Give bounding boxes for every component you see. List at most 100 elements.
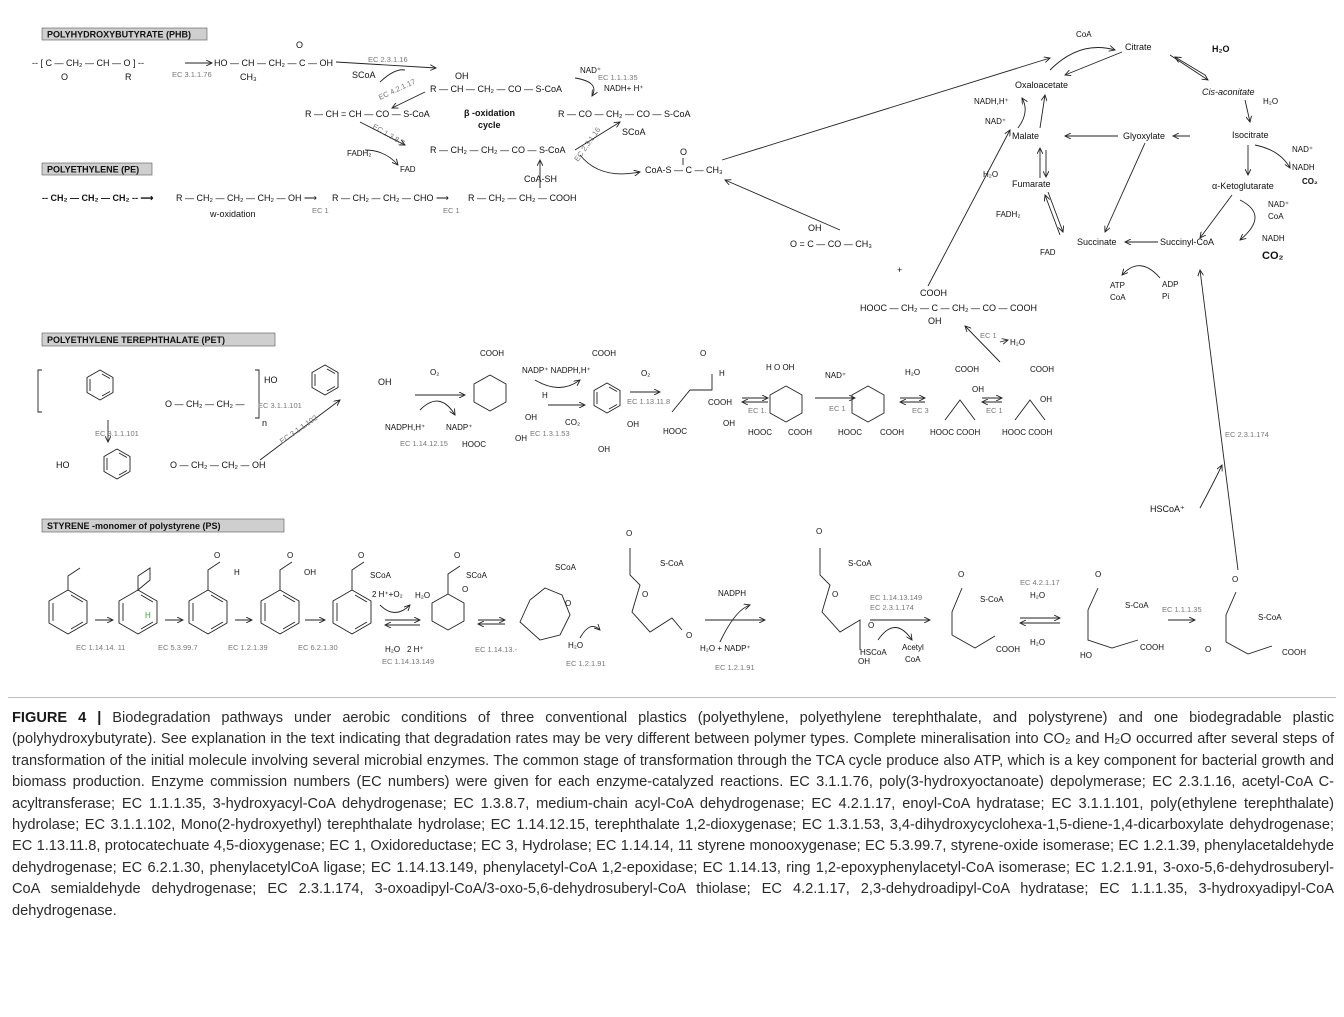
svg-text:EC 1.2.1.91: EC 1.2.1.91 bbox=[715, 663, 755, 672]
svg-text:EC 4.2.1.17: EC 4.2.1.17 bbox=[1020, 578, 1060, 587]
svg-text:O: O bbox=[700, 349, 706, 358]
caption-divider bbox=[8, 697, 1336, 698]
svg-text:-- CH₂ — CH₂ — CH₂ -- ⟶: -- CH₂ — CH₂ — CH₂ -- ⟶ bbox=[42, 193, 153, 203]
figure-label: FIGURE 4 | bbox=[12, 710, 102, 726]
svg-text:COOH: COOH bbox=[996, 645, 1020, 654]
svg-text:O: O bbox=[1095, 570, 1101, 579]
svg-text:OH: OH bbox=[525, 413, 537, 422]
svg-text:O: O bbox=[358, 551, 364, 560]
svg-text:CoA: CoA bbox=[1076, 30, 1092, 39]
svg-text:EC 1.14.14. 11: EC 1.14.14. 11 bbox=[76, 643, 125, 652]
svg-text:OH: OH bbox=[627, 420, 639, 429]
svg-text:SCoA: SCoA bbox=[352, 70, 376, 80]
svg-text:H₂O: H₂O bbox=[1030, 638, 1045, 647]
svg-text:HO: HO bbox=[264, 375, 278, 385]
svg-text:NADH: NADH bbox=[1262, 234, 1285, 243]
pet-label: POLYETHYLENE TEREPHTHALATE (PET) bbox=[47, 335, 225, 345]
svg-text:SCoA: SCoA bbox=[555, 563, 577, 572]
svg-text:NAD⁺: NAD⁺ bbox=[985, 117, 1006, 126]
svg-text:H: H bbox=[719, 369, 725, 378]
svg-text:HOOC: HOOC bbox=[663, 427, 687, 436]
svg-text:COOH: COOH bbox=[920, 288, 947, 298]
svg-text:HOOC COOH: HOOC COOH bbox=[1002, 428, 1052, 437]
svg-text:CO₂: CO₂ bbox=[1262, 250, 1284, 262]
svg-text:EC 5.3.99.7: EC 5.3.99.7 bbox=[158, 643, 198, 652]
svg-text:-- [ C — CH₂ — CH — O ] --: -- [ C — CH₂ — CH — O ] -- bbox=[32, 58, 144, 68]
svg-text:FADH₂: FADH₂ bbox=[347, 149, 371, 158]
svg-text:NAD⁺: NAD⁺ bbox=[825, 371, 846, 380]
svg-text:O: O bbox=[686, 631, 692, 640]
svg-text:α-Ketoglutarate: α-Ketoglutarate bbox=[1212, 181, 1274, 191]
svg-text:HO: HO bbox=[1080, 651, 1092, 660]
svg-text:EC 1: EC 1 bbox=[312, 206, 329, 215]
svg-text:2 H⁺: 2 H⁺ bbox=[407, 645, 424, 654]
svg-text:COOH: COOH bbox=[592, 349, 616, 358]
svg-text:R — CO — CH₂ — CO — S-CoA: R — CO — CH₂ — CO — S-CoA bbox=[558, 109, 691, 119]
svg-text:CH₃: CH₃ bbox=[240, 72, 257, 82]
svg-text:EC 1.3.1.53: EC 1.3.1.53 bbox=[530, 429, 570, 438]
svg-text:HOOC: HOOC bbox=[748, 428, 772, 437]
svg-text:EC 2.3.1.174: EC 2.3.1.174 bbox=[870, 603, 914, 612]
styrene-pathway: EC 1.14.14. 11 H EC 5.3.99.7 O H EC 1.2.… bbox=[48, 527, 1306, 672]
svg-text:S-CoA: S-CoA bbox=[980, 595, 1004, 604]
svg-text:COOH: COOH bbox=[1030, 365, 1054, 374]
svg-text:EC 3: EC 3 bbox=[912, 406, 929, 415]
svg-text:NADH+ H⁺: NADH+ H⁺ bbox=[604, 84, 644, 93]
svg-text:H₂O: H₂O bbox=[905, 368, 920, 377]
svg-text:Succinate: Succinate bbox=[1077, 237, 1117, 247]
svg-text:CO₂: CO₂ bbox=[1302, 177, 1318, 186]
figure-caption: FIGURE 4 | Biodegradation pathways under… bbox=[12, 708, 1334, 922]
svg-text:EC 1.13.11.8: EC 1.13.11.8 bbox=[627, 397, 670, 406]
svg-text:S-CoA: S-CoA bbox=[660, 559, 684, 568]
svg-text:H₂O + NADP⁺: H₂O + NADP⁺ bbox=[700, 644, 751, 653]
tca-cycle: CoA Citrate H₂O Cis-aconitate H₂O Isocit… bbox=[721, 30, 1318, 571]
svg-text:EC 1.14.13.149: EC 1.14.13.149 bbox=[870, 593, 922, 602]
section-header-pe: POLYETHYLENE (PE) bbox=[41, 162, 153, 176]
svg-text:ADP: ADP bbox=[1162, 280, 1178, 289]
svg-text:O: O bbox=[287, 551, 293, 560]
svg-text:HO — CH — CH₂ — C — OH: HO — CH — CH₂ — C — OH bbox=[214, 58, 333, 68]
svg-text:Pi: Pi bbox=[1162, 292, 1169, 301]
svg-text:EC 1.14.13.149: EC 1.14.13.149 bbox=[382, 657, 434, 666]
svg-text:OH: OH bbox=[455, 71, 469, 81]
svg-text:H₂O: H₂O bbox=[1030, 591, 1045, 600]
svg-text:cycle: cycle bbox=[478, 120, 501, 130]
svg-text:EC 1.2.1.39: EC 1.2.1.39 bbox=[228, 643, 268, 652]
svg-text:O: O bbox=[958, 570, 964, 579]
svg-text:O = C — CO — CH₃: O = C — CO — CH₃ bbox=[790, 239, 872, 249]
svg-text:HOOC: HOOC bbox=[838, 428, 862, 437]
svg-text:OH: OH bbox=[723, 419, 735, 428]
svg-text:EC 1.: EC 1. bbox=[748, 406, 767, 415]
svg-text:O: O bbox=[816, 527, 822, 536]
svg-text:S-CoA: S-CoA bbox=[1125, 601, 1149, 610]
svg-text:ATP: ATP bbox=[1110, 281, 1125, 290]
caption-text: Biodegradation pathways under aerobic co… bbox=[12, 710, 1334, 919]
svg-text:H₂O: H₂O bbox=[983, 170, 998, 179]
svg-text:H₂O: H₂O bbox=[1212, 44, 1230, 54]
svg-text:COOH: COOH bbox=[880, 428, 904, 437]
svg-text:H₂O: H₂O bbox=[1263, 97, 1278, 106]
svg-text:EC 4.2.1.17: EC 4.2.1.17 bbox=[377, 77, 417, 102]
svg-text:2 H⁺+O₂: 2 H⁺+O₂ bbox=[372, 590, 403, 599]
svg-text:EC 6.2.1.30: EC 6.2.1.30 bbox=[298, 643, 338, 652]
svg-text:COOH: COOH bbox=[708, 398, 732, 407]
svg-text:CoA: CoA bbox=[1268, 212, 1284, 221]
svg-text:COOH: COOH bbox=[955, 365, 979, 374]
svg-text:O: O bbox=[1205, 645, 1211, 654]
svg-text:Malate: Malate bbox=[1012, 131, 1039, 141]
svg-text:CO₂: CO₂ bbox=[565, 418, 580, 427]
svg-text:R — CH₂ — CH₂ — CH₂ — OH ⟶: R — CH₂ — CH₂ — CH₂ — OH ⟶ bbox=[176, 193, 317, 203]
svg-text:HO: HO bbox=[56, 460, 70, 470]
svg-text:EC 1.1.1.35: EC 1.1.1.35 bbox=[598, 73, 638, 82]
svg-text:O: O bbox=[454, 551, 460, 560]
svg-text:EC 1: EC 1 bbox=[443, 206, 460, 215]
svg-text:OH: OH bbox=[858, 657, 870, 666]
svg-text:EC 1: EC 1 bbox=[829, 404, 846, 413]
svg-text:COOH: COOH bbox=[480, 349, 504, 358]
svg-text:O: O bbox=[462, 585, 468, 594]
pathway-diagram: POLYHYDROXYBUTYRATE (PHB) POLYETHYLENE (… bbox=[32, 27, 1318, 672]
svg-text:OH: OH bbox=[808, 223, 822, 233]
svg-text:O₂: O₂ bbox=[430, 368, 439, 377]
svg-text:R — CH = CH — CO — S-CoA: R — CH = CH — CO — S-CoA bbox=[305, 109, 430, 119]
svg-text:NADH,H⁺: NADH,H⁺ bbox=[974, 97, 1009, 106]
